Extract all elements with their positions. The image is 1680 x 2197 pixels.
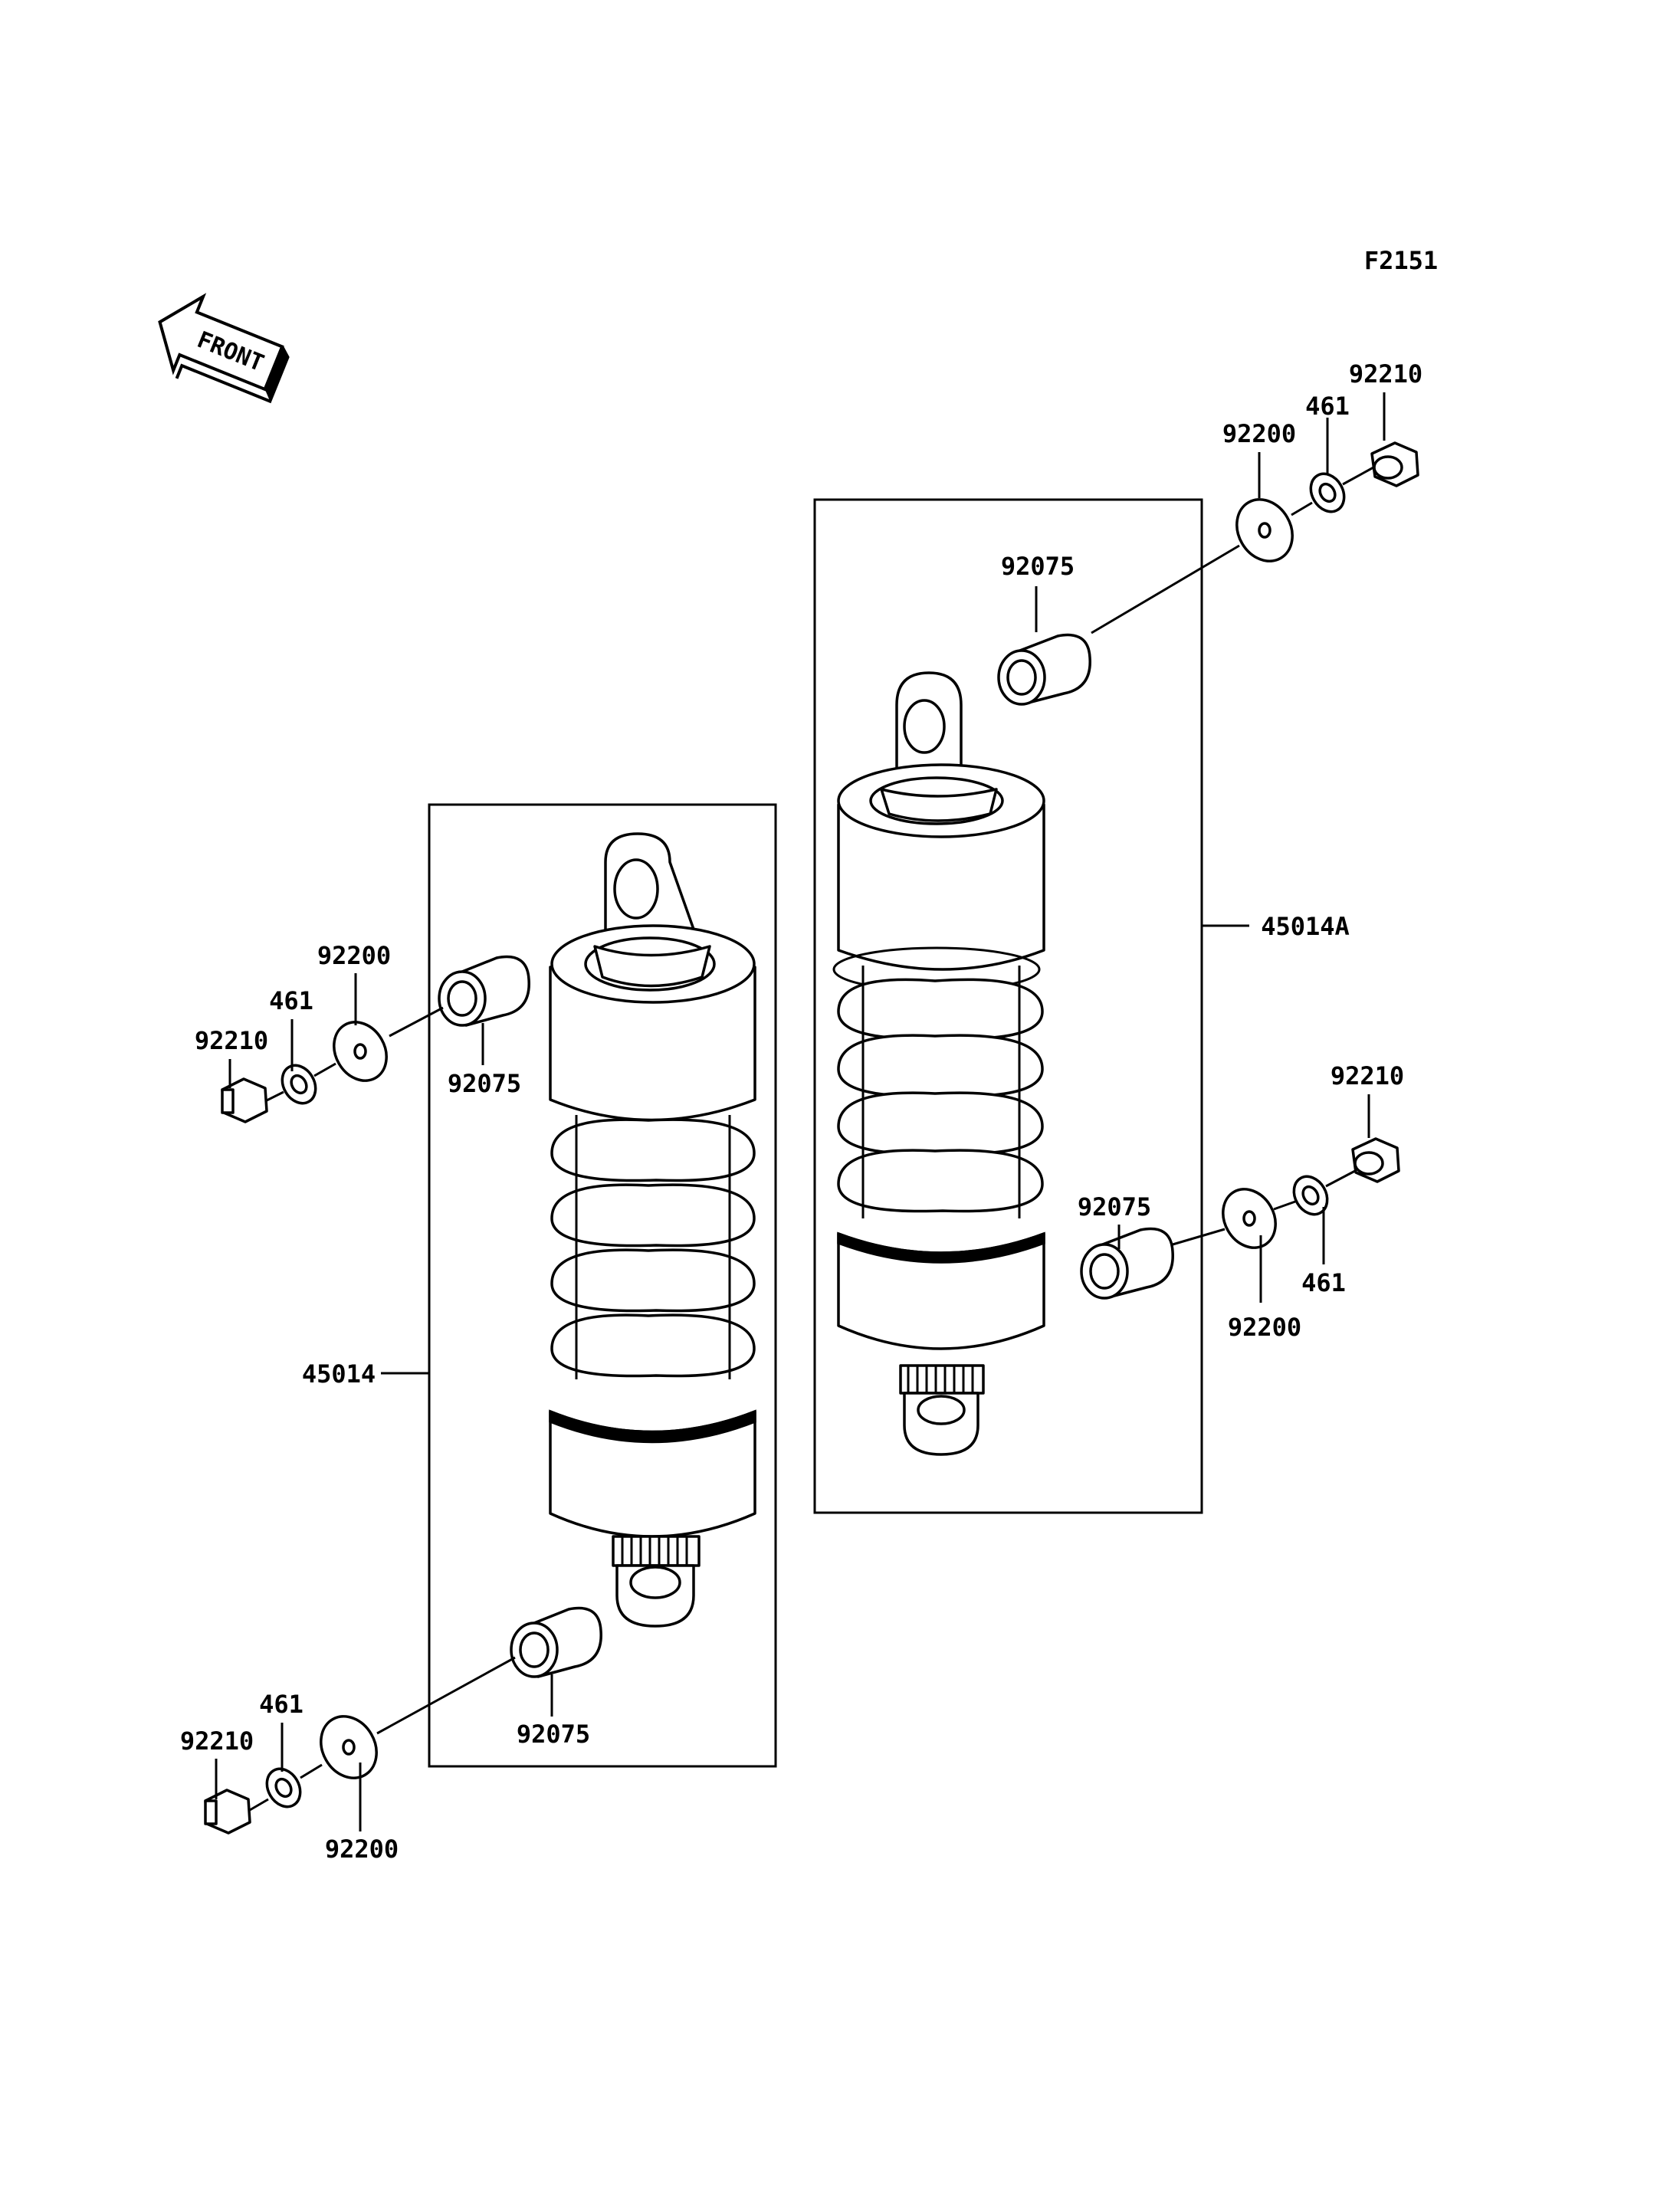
- assembly-box-45014A: [813, 498, 1203, 1514]
- callout-r-bot-461: 461: [1301, 1268, 1346, 1297]
- hardware-left-bottom: [204, 1606, 602, 1835]
- front-arrow-icon: FRONT: [158, 293, 290, 404]
- callout-r-top-461: 461: [1305, 392, 1350, 421]
- callout-l-top-92210: 92210: [195, 1026, 268, 1055]
- assembly-box-45014: [428, 803, 777, 1768]
- shock-absorber-left: [549, 832, 756, 1628]
- callout-r-bot-92200: 92200: [1228, 1313, 1301, 1342]
- figure-code: F2151: [1364, 246, 1438, 275]
- callout-r-bot-92075: 92075: [1078, 1192, 1151, 1221]
- hardware-right-top: [997, 441, 1419, 706]
- callout-labels: 92210 461 92200 92075 45014A 92210 92075…: [180, 359, 1422, 1864]
- callout-r-top-92210: 92210: [1349, 359, 1422, 389]
- callout-l-top-92075: 92075: [448, 1069, 521, 1098]
- callout-l-45014: 45014: [302, 1359, 376, 1389]
- callout-r-top-92075: 92075: [1001, 552, 1075, 581]
- callout-leaders: [215, 392, 1386, 1831]
- callout-l-top-461: 461: [269, 986, 313, 1015]
- shock-absorber-right: [832, 671, 1045, 1456]
- callout-l-top-92200: 92200: [317, 941, 391, 970]
- callout-l-bot-461: 461: [259, 1690, 304, 1719]
- callout-l-bot-92200: 92200: [325, 1835, 399, 1864]
- hardware-left-top: [221, 955, 530, 1123]
- callout-r-top-92200: 92200: [1222, 419, 1296, 448]
- callout-r-bot-92210: 92210: [1331, 1061, 1404, 1090]
- callout-r-45014A: 45014A: [1261, 912, 1350, 941]
- callout-l-bot-92210: 92210: [180, 1726, 254, 1756]
- callout-l-bot-92075: 92075: [517, 1720, 590, 1749]
